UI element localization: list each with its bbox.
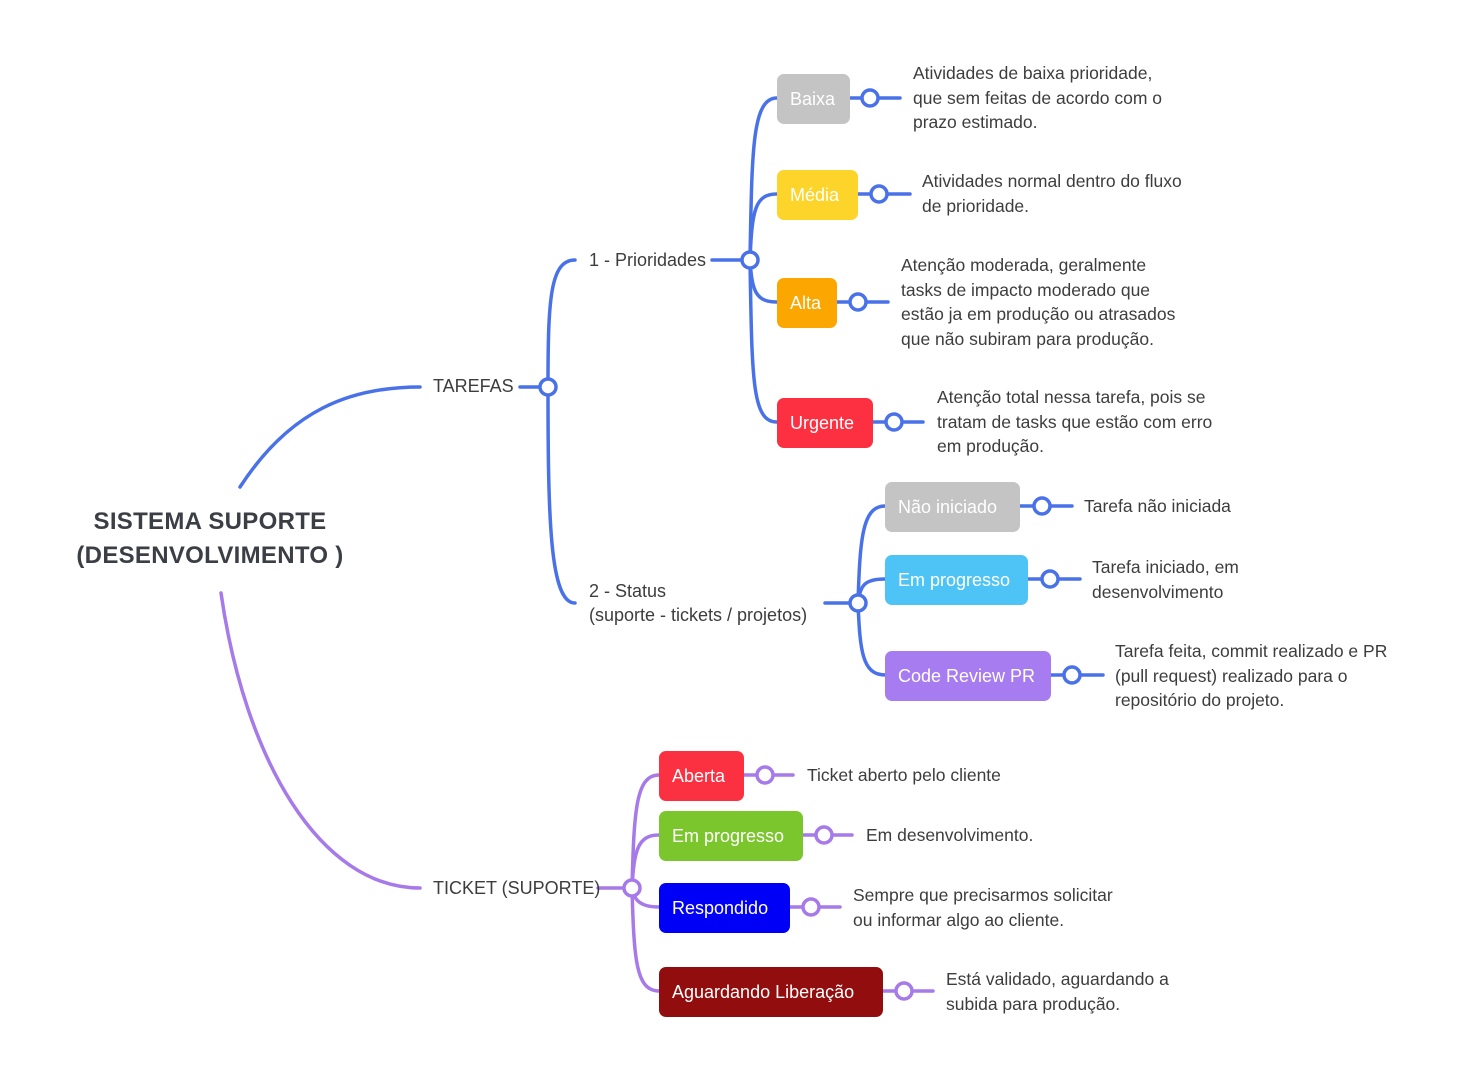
topic-status[interactable]: 2 - Status (suporte - tickets / projetos… bbox=[589, 579, 807, 627]
root-topic[interactable]: SISTEMA SUPORTE (DESENVOLVIMENTO ) bbox=[40, 505, 380, 573]
desc-nao-iniciado: Tarefa não iniciada bbox=[1084, 496, 1231, 516]
ticket-branch-lines bbox=[219, 591, 935, 993]
desc-aguardando-liberacao: Está validado, aguardando a subida para … bbox=[946, 969, 1169, 1014]
status-code-review[interactable]: Code Review PR bbox=[885, 651, 1051, 701]
ticket-connector-nodes bbox=[622, 765, 914, 1001]
topic-prioridades[interactable]: 1 - Prioridades bbox=[589, 250, 707, 270]
desc-urgente: Atenção total nessa tarefa, pois se trat… bbox=[937, 387, 1213, 456]
priority-alta[interactable]: Alta bbox=[777, 278, 837, 328]
topic-tarefas[interactable]: TAREFAS bbox=[433, 376, 514, 396]
desc-code-review: Tarefa feita, commit realizado e PR (pul… bbox=[1115, 641, 1388, 710]
root-title-line1: SISTEMA SUPORTE bbox=[93, 508, 327, 535]
priority-urgente[interactable]: Urgente bbox=[777, 398, 873, 448]
root-title-line2: (DESENVOLVIMENTO ) bbox=[76, 542, 344, 569]
priority-baixa[interactable]: Baixa bbox=[777, 74, 850, 124]
desc-respondido: Sempre que precisarmos solicitar ou info… bbox=[853, 885, 1113, 930]
desc-media: Atividades normal dentro do fluxo de pri… bbox=[922, 171, 1182, 216]
ticket-em-progresso[interactable]: Em progresso bbox=[659, 811, 803, 861]
ticket-respondido[interactable]: Respondido bbox=[659, 883, 790, 933]
desc-alta: Atenção moderada, geralmente tasks de im… bbox=[901, 255, 1176, 349]
ticket-aguardando-liberacao[interactable]: Aguardando Liberação bbox=[659, 967, 883, 1017]
topic-status-line2: (suporte - tickets / projetos) bbox=[589, 605, 808, 625]
ticket-aberta[interactable]: Aberta bbox=[659, 751, 744, 801]
tarefas-connector-nodes bbox=[538, 88, 1082, 685]
desc-aberta: Ticket aberto pelo cliente bbox=[807, 765, 1001, 785]
topic-status-line1: 2 - Status bbox=[589, 581, 667, 601]
desc-em-progresso: Tarefa iniciado, em desenvolvimento bbox=[1092, 557, 1239, 602]
priority-media[interactable]: Média bbox=[777, 170, 858, 220]
desc-baixa: Atividades de baixa prioridade, que sem … bbox=[913, 63, 1163, 132]
status-nao-iniciado[interactable]: Não iniciado bbox=[885, 482, 1020, 532]
desc-ticket-em-progresso: Em desenvolvimento. bbox=[866, 825, 1034, 845]
status-em-progresso[interactable]: Em progresso bbox=[885, 555, 1028, 605]
topic-ticket[interactable]: TICKET (SUPORTE) bbox=[433, 878, 601, 898]
